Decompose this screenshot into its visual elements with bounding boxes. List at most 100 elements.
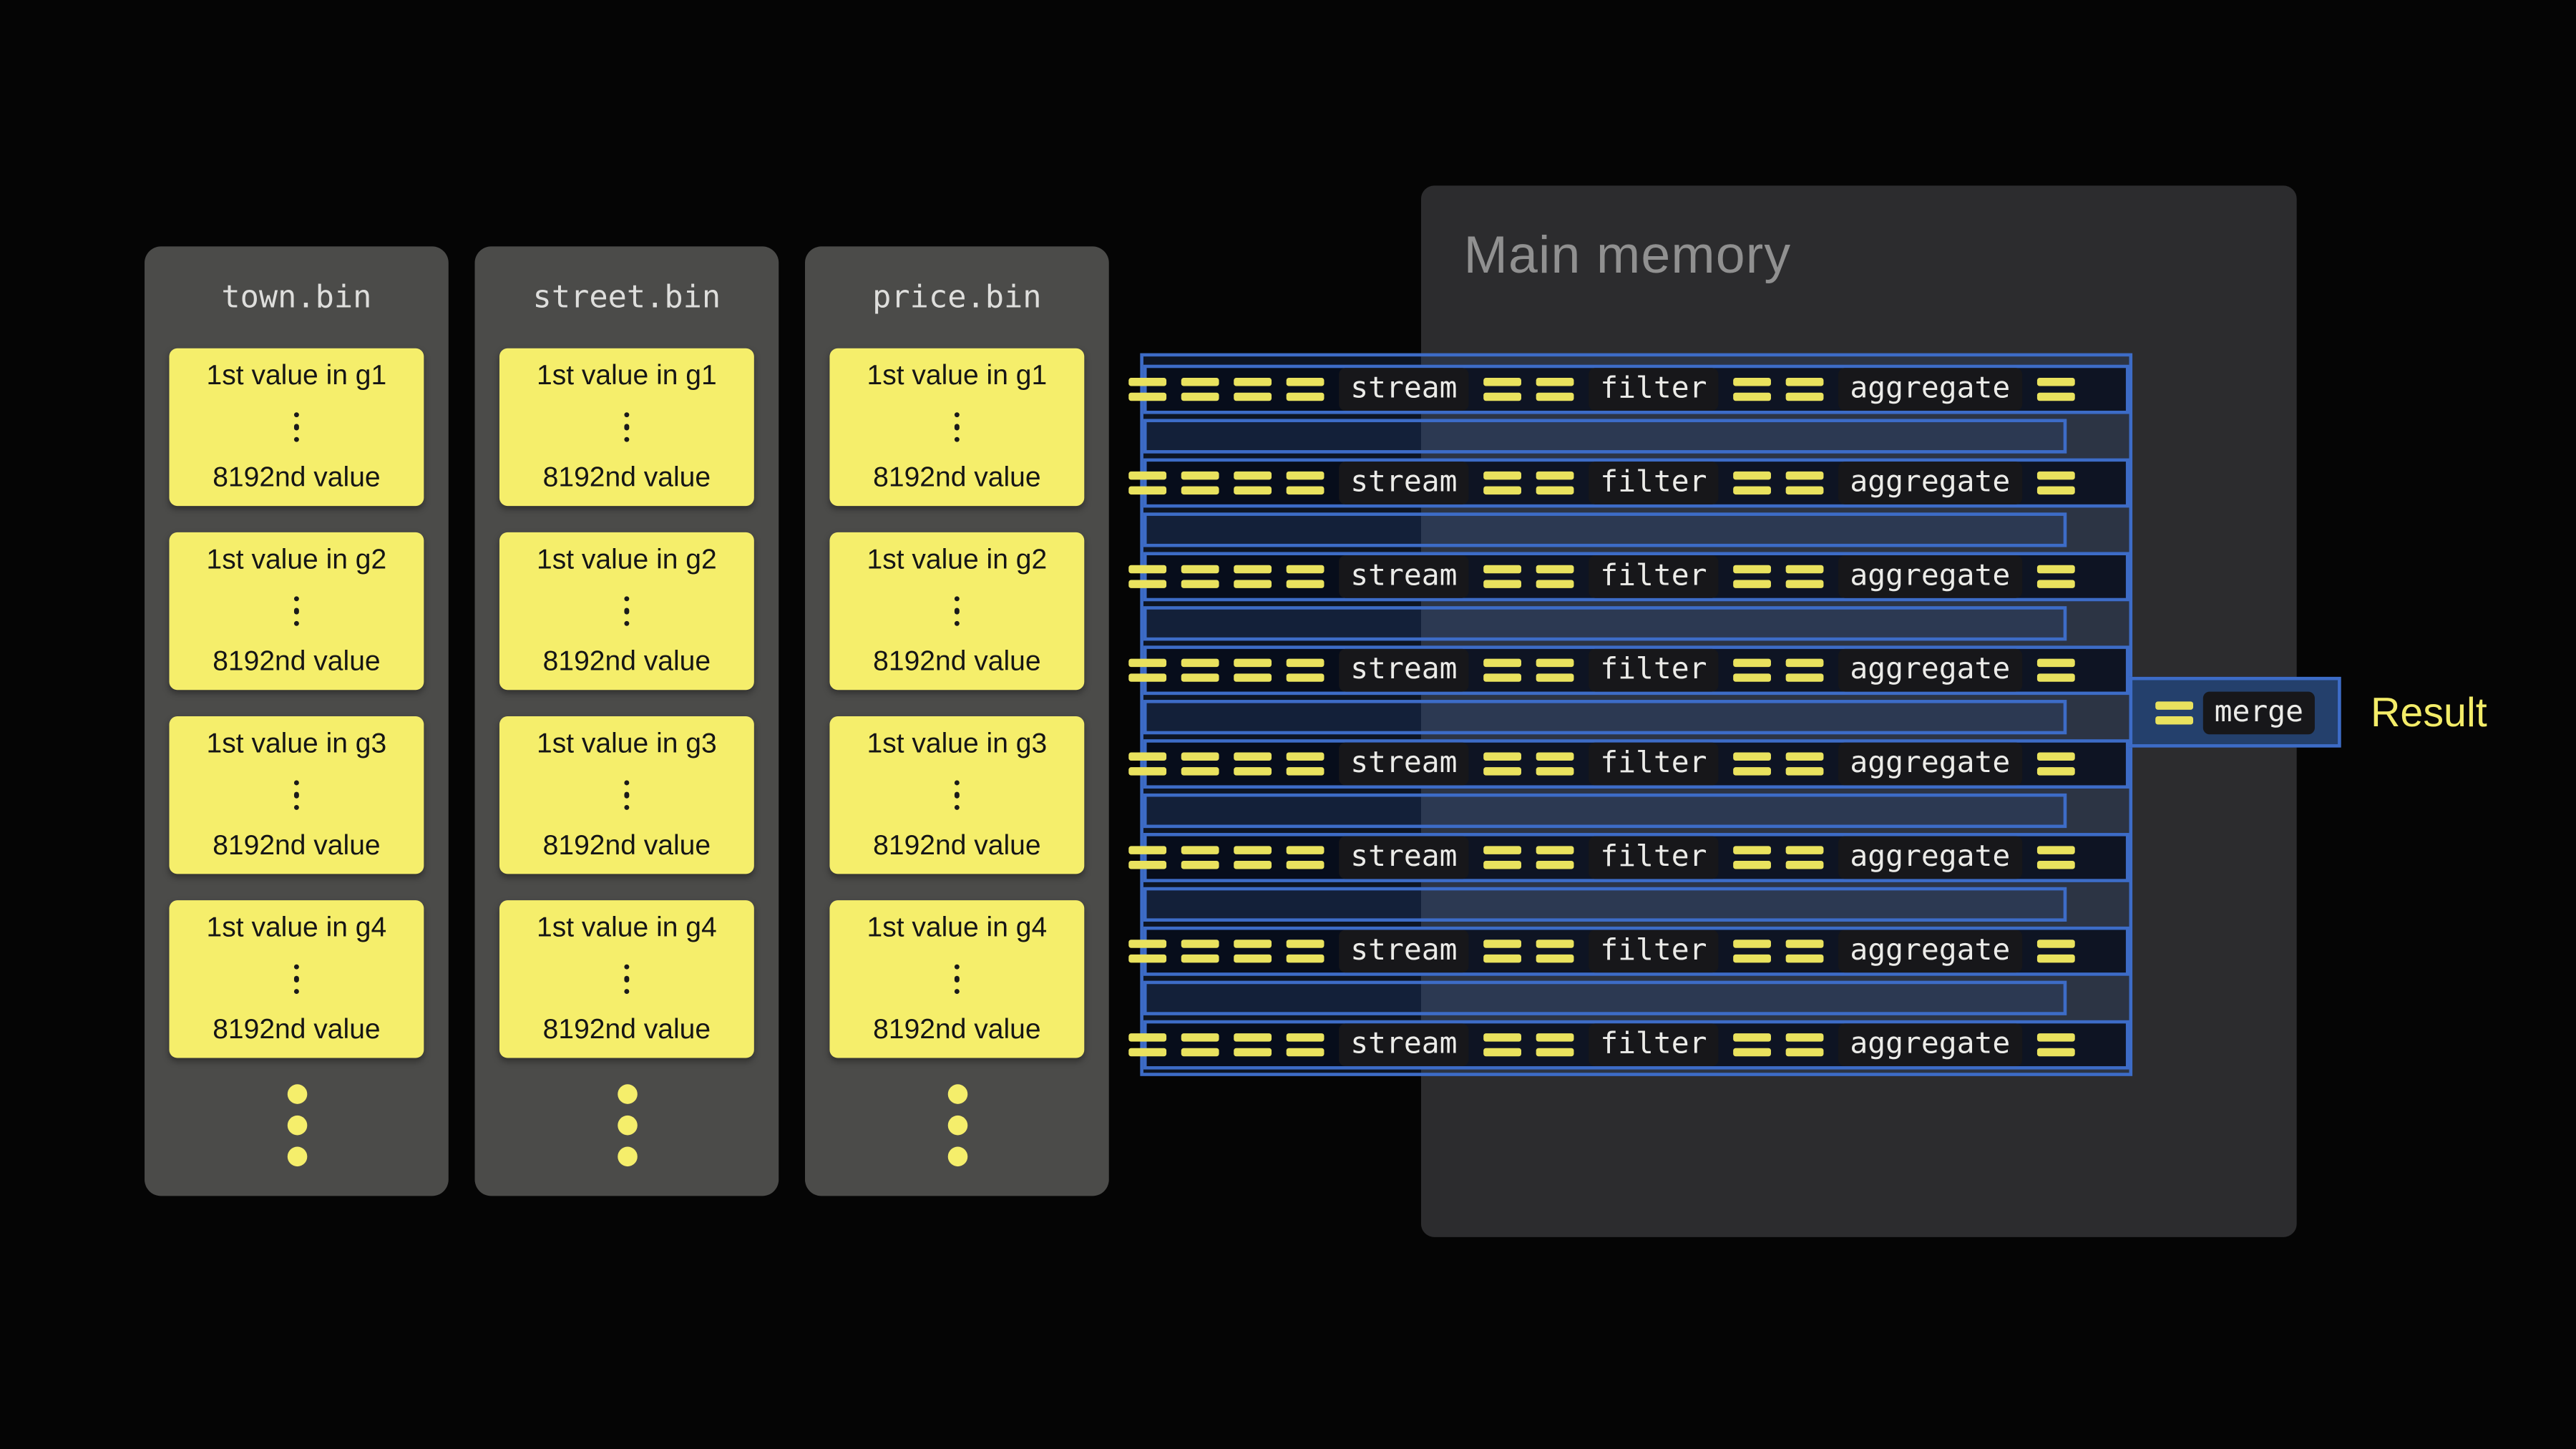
equals-dash-icon — [2155, 701, 2193, 724]
value-block: 1st value in g3 8192nd value — [169, 716, 424, 874]
pipeline-buffer-row — [1143, 512, 2067, 547]
equals-dash-icon — [1536, 658, 1574, 682]
equals-dash-icon — [1181, 471, 1219, 495]
equals-dash-icon — [1733, 752, 1772, 776]
value-block-first-value: 1st value in g4 — [867, 912, 1048, 943]
equals-dash-icon — [1234, 378, 1272, 401]
equals-dash-icon — [1234, 658, 1272, 682]
result-label: Result — [2370, 690, 2487, 736]
pipeline-buffer-row — [1143, 793, 2067, 829]
equals-dash-icon — [1286, 752, 1324, 776]
stage-label-stream: stream — [1339, 930, 1469, 973]
file-name: town.bin — [221, 279, 372, 316]
equals-dash-icon — [1286, 1033, 1324, 1057]
equals-dash-icon — [1536, 846, 1574, 869]
stage-label-aggregate: aggregate — [1838, 648, 2022, 692]
stage-label-filter: filter — [1589, 836, 1719, 879]
equals-dash-icon — [1785, 378, 1824, 401]
main-memory-title: Main memory — [1463, 225, 1792, 285]
equals-dash-icon — [1181, 378, 1219, 401]
equals-dash-icon — [1785, 752, 1824, 776]
equals-dash-icon — [1733, 1033, 1772, 1057]
equals-dash-icon — [1286, 378, 1324, 401]
equals-dash-icon — [1181, 846, 1219, 869]
more-blocks-ellipsis-icon — [475, 1084, 779, 1167]
equals-dash-icon — [2036, 565, 2074, 588]
equals-dash-icon — [1234, 565, 1272, 588]
vertical-ellipsis-icon — [623, 411, 630, 443]
pipeline-buffer-row — [1143, 419, 2067, 454]
equals-dash-icon — [1733, 940, 1772, 963]
equals-dash-icon — [1128, 565, 1167, 588]
stage-label-aggregate: aggregate — [1838, 555, 2022, 598]
stage-label-stream: stream — [1339, 742, 1469, 786]
vertical-ellipsis-icon — [954, 595, 960, 627]
equals-dash-icon — [1483, 658, 1522, 682]
stage-label-stream: stream — [1339, 555, 1469, 598]
pipeline-buffer-row — [1143, 606, 2067, 641]
more-blocks-ellipsis-icon — [145, 1084, 449, 1167]
stage-label-aggregate: aggregate — [1838, 462, 2022, 504]
file-name: street.bin — [532, 279, 721, 316]
equals-dash-icon — [1181, 940, 1219, 963]
equals-dash-icon — [1483, 846, 1522, 869]
stage-label-filter: filter — [1589, 555, 1719, 598]
equals-dash-icon — [1733, 658, 1772, 682]
equals-dash-icon — [2036, 752, 2074, 776]
value-block-last-value: 8192nd value — [542, 829, 711, 862]
equals-dash-icon — [2036, 1033, 2074, 1057]
value-block-last-value: 8192nd value — [873, 829, 1041, 862]
vertical-ellipsis-icon — [623, 779, 630, 811]
equals-dash-icon — [1483, 565, 1522, 588]
equals-dash-icon — [1733, 846, 1772, 869]
value-block-last-value: 8192nd value — [213, 829, 381, 862]
more-blocks-ellipsis-icon — [805, 1084, 1109, 1167]
equals-dash-icon — [1128, 471, 1167, 495]
equals-dash-icon — [2036, 378, 2074, 401]
equals-dash-icon — [1536, 752, 1574, 776]
value-block-first-value: 1st value in g2 — [537, 543, 717, 575]
stage-label-aggregate: aggregate — [1838, 742, 2022, 786]
equals-dash-icon — [1483, 752, 1522, 776]
equals-dash-icon — [1536, 471, 1574, 495]
equals-dash-icon — [1536, 565, 1574, 588]
vertical-ellipsis-icon — [293, 779, 300, 811]
stage-label-filter: filter — [1589, 930, 1719, 973]
value-block-first-value: 1st value in g3 — [206, 728, 387, 759]
equals-dash-icon — [1483, 471, 1522, 495]
equals-dash-icon — [1483, 940, 1522, 963]
merge-label: merge — [2202, 691, 2316, 734]
equals-dash-icon — [1785, 471, 1824, 495]
equals-dash-icon — [1286, 565, 1324, 588]
value-block-last-value: 8192nd value — [873, 462, 1041, 493]
vertical-ellipsis-icon — [293, 411, 300, 443]
value-block-last-value: 8192nd value — [213, 1013, 381, 1045]
merge-box: merge — [2129, 676, 2341, 748]
value-block-last-value: 8192nd value — [873, 645, 1041, 677]
value-block-last-value: 8192nd value — [213, 462, 381, 493]
stage-label-stream: stream — [1339, 1023, 1469, 1067]
equals-dash-icon — [1483, 378, 1522, 401]
equals-dash-icon — [1234, 1033, 1272, 1057]
value-block-first-value: 1st value in g2 — [206, 543, 387, 575]
equals-dash-icon — [1536, 378, 1574, 401]
equals-dash-icon — [1286, 471, 1324, 495]
equals-dash-icon — [1128, 846, 1167, 869]
equals-dash-icon — [1536, 1033, 1574, 1057]
stage-label-stream: stream — [1339, 368, 1469, 411]
equals-dash-icon — [2036, 471, 2074, 495]
